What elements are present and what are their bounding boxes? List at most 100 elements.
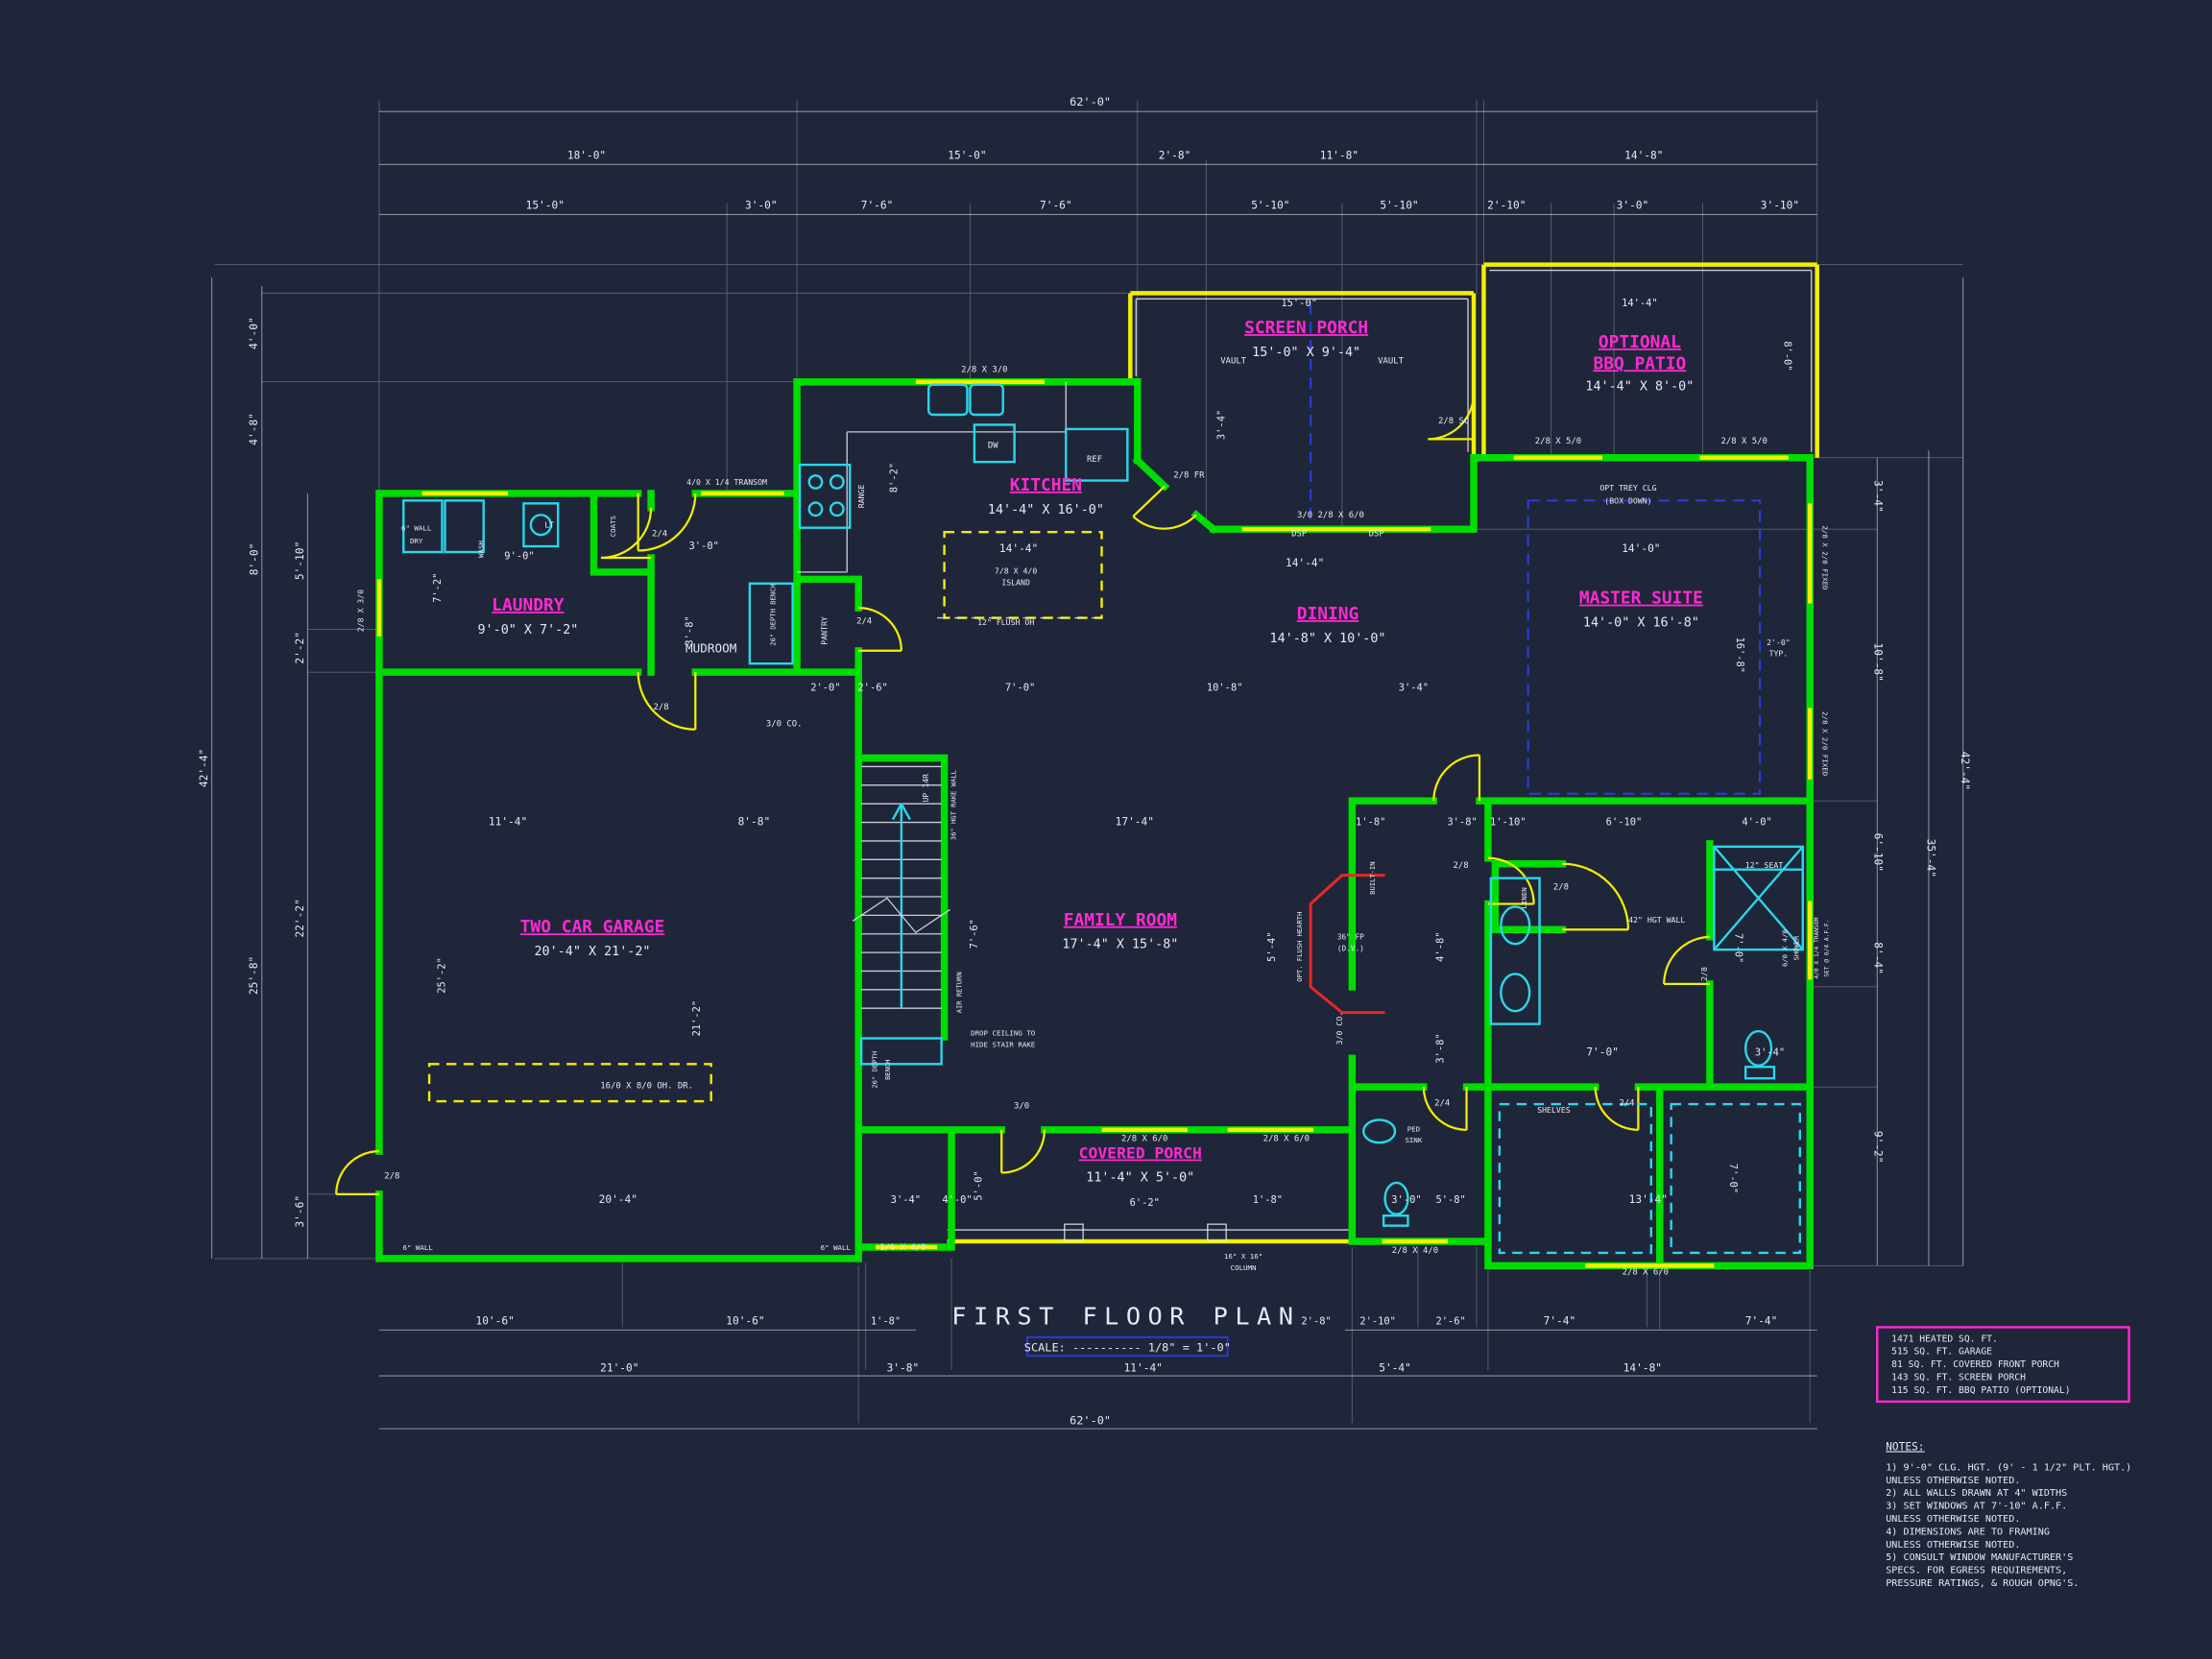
dim-bottom-label: 5'-4": [1379, 1362, 1411, 1375]
laundry-label: 6" WALL: [401, 524, 432, 533]
kitchen-label: 2/8 FR: [1173, 471, 1205, 481]
closet-shelves: [1498, 1102, 1801, 1255]
stairs-label: 36" HGT RAKE WALL: [950, 770, 958, 840]
family-label: 1'-8": [1356, 817, 1385, 829]
dim-right-label: 10'-8": [1871, 643, 1884, 682]
master-label: 14'-0": [1622, 542, 1660, 555]
family-label: 17'-4": [1116, 816, 1154, 829]
kitchen-sink-right: [969, 383, 1004, 417]
dishwasher: [973, 423, 1016, 464]
dim-top-label: 3'-10": [1761, 199, 1799, 211]
garage-label: 25'-2": [436, 957, 447, 994]
family-label: 36" FP: [1337, 933, 1364, 942]
family-label: 1'-10": [1490, 817, 1527, 829]
area-summary-box: [1876, 1326, 2130, 1404]
family-label: 5'-4": [1266, 931, 1278, 961]
summary-label: 515 SQ. FT. GARAGE: [1891, 1347, 1992, 1358]
master-label: OPT TREY CLG: [1599, 483, 1656, 493]
shower-detail: [1713, 846, 1804, 950]
family-label: 4'-0": [1742, 817, 1771, 829]
window-segments: [376, 379, 1813, 1268]
notes-label: SPECS. FOR EGRESS REQUIREMENTS,: [1886, 1566, 2067, 1576]
notes-label: NOTES:: [1886, 1441, 1924, 1454]
door-arcs: [335, 393, 1710, 1195]
room-label: 14'-4" X 16'-0": [988, 503, 1104, 517]
summary-label: 1471 HEATED SQ. FT.: [1891, 1334, 1998, 1344]
kitchen-label: 14'-4": [999, 542, 1038, 555]
bath-sink: [1500, 973, 1531, 1013]
dim-left-label: 3'-6": [294, 1195, 306, 1228]
porch-label: 3'-4": [1216, 410, 1228, 440]
bath-label: 13'-4": [1629, 1193, 1668, 1206]
porch-label: 2/8 SC: [1438, 417, 1469, 426]
room-label: DINING: [1297, 604, 1359, 624]
bath-label: 1'-8": [1253, 1194, 1283, 1206]
dim-left-label: 5'-10": [294, 541, 306, 580]
bath-sink: [1500, 905, 1531, 946]
laundry-label: 3'-0": [689, 541, 719, 552]
stair-bench: [859, 1037, 943, 1066]
dimension-rails: [211, 110, 1964, 1430]
dim-left-label: 22'-2": [294, 899, 306, 937]
kitchen-counter-lines: [797, 381, 1067, 573]
bath-label: 7'-0": [1733, 933, 1744, 963]
kitchen-label: RANGE: [856, 485, 866, 509]
room-label: KITCHEN: [1010, 475, 1082, 495]
kitchen-label: 4/0 X 1/4 TRANSOM: [686, 477, 767, 487]
shower: [1713, 845, 1804, 951]
room-label: 14'-4" X 8'-0": [1585, 380, 1694, 395]
dim-right-label: 6'-10": [1871, 833, 1884, 872]
dim-bottom-label: 7'-4": [1544, 1314, 1576, 1327]
dimension-extension-lines: [214, 100, 1963, 1424]
family-label: 3'-8": [1447, 817, 1477, 829]
dim-bottom-label: 11'-4": [1124, 1362, 1163, 1375]
family-label: OPT. FLUSH HEARTH: [1295, 912, 1304, 982]
bath-label: 2/8: [1454, 861, 1469, 871]
kitchen-label: DW: [988, 441, 998, 450]
laundry-label: 9'-0": [504, 550, 534, 562]
notes-label: UNLESS OTHERWISE NOTED.: [1886, 1540, 2020, 1551]
summary-label: 115 SQ. FT. BBQ PATIO (OPTIONAL): [1891, 1385, 2070, 1396]
dim-top-label: 3'-0": [745, 199, 778, 211]
laundry-label: 2/4: [652, 530, 667, 540]
dim-top-label: 15'-0": [948, 149, 986, 161]
porch-label: DSP: [1369, 530, 1384, 540]
dim-bottom-label: 14'-8": [1623, 1362, 1662, 1375]
bath-label: 2/4: [1434, 1099, 1450, 1109]
dim-right-label: 42'-4": [1959, 752, 1971, 790]
room-label: MASTER SUITE: [1579, 589, 1703, 609]
plan-title: FIRST FLOOR PLAN: [951, 1301, 1300, 1330]
garage-overhead-door: [427, 1063, 712, 1103]
notes-label: PRESSURE RATINGS, & ROUGH OPNG'S.: [1886, 1578, 2079, 1589]
porch-label: 15'-0": [1281, 298, 1317, 309]
stairs-label: UP 14R: [921, 774, 930, 803]
dim-right-label: 35'-4": [1924, 839, 1936, 878]
stairs-label: 26" DEPTH: [871, 1051, 879, 1089]
master-label: 2'-0": [1767, 637, 1791, 647]
garage-label: 4'-0": [942, 1194, 972, 1206]
family-label: 3/0 CO.: [1334, 1012, 1344, 1046]
garage-label: 6" WALL: [821, 1243, 852, 1252]
notes-label: 5) CONSULT WINDOW MANUFACTURER'S: [1886, 1552, 2073, 1563]
dim-left-label: 42'-4": [198, 749, 210, 787]
laundry-label: 3'-8": [684, 615, 695, 645]
room-label: BBQ PATIO: [1593, 353, 1686, 373]
laundry-label: 2'-0": [810, 683, 840, 694]
room-label: FAMILY ROOM: [1064, 910, 1177, 930]
laundry-label: 26" DEPTH BENCH: [769, 584, 778, 645]
bath-label: PED: [1407, 1124, 1421, 1133]
dim-right-label: 8'-4": [1871, 942, 1884, 974]
porch-label: DSP: [1291, 530, 1307, 540]
kitchen-label: 12" FLUSH OH: [977, 617, 1034, 627]
refrigerator: [1065, 427, 1129, 482]
bath-label: 7'-0": [1586, 1046, 1619, 1058]
dim-top-label: 2'-8": [1159, 149, 1191, 161]
dim-bottom-label: 3'-8": [887, 1362, 920, 1375]
stairs-label: AIR RETURN: [954, 972, 963, 1013]
bath-label: 7'-0": [1727, 1164, 1739, 1193]
laundry-label: 7'-0": [1005, 683, 1035, 694]
bath-label: LINEN: [1520, 887, 1528, 908]
bath-label: 42" HGT WALL: [1628, 915, 1685, 925]
laundry-label: 3/0 CO.: [766, 720, 803, 730]
notes-label: 4) DIMENSIONS ARE TO FRAMING: [1886, 1527, 2050, 1537]
